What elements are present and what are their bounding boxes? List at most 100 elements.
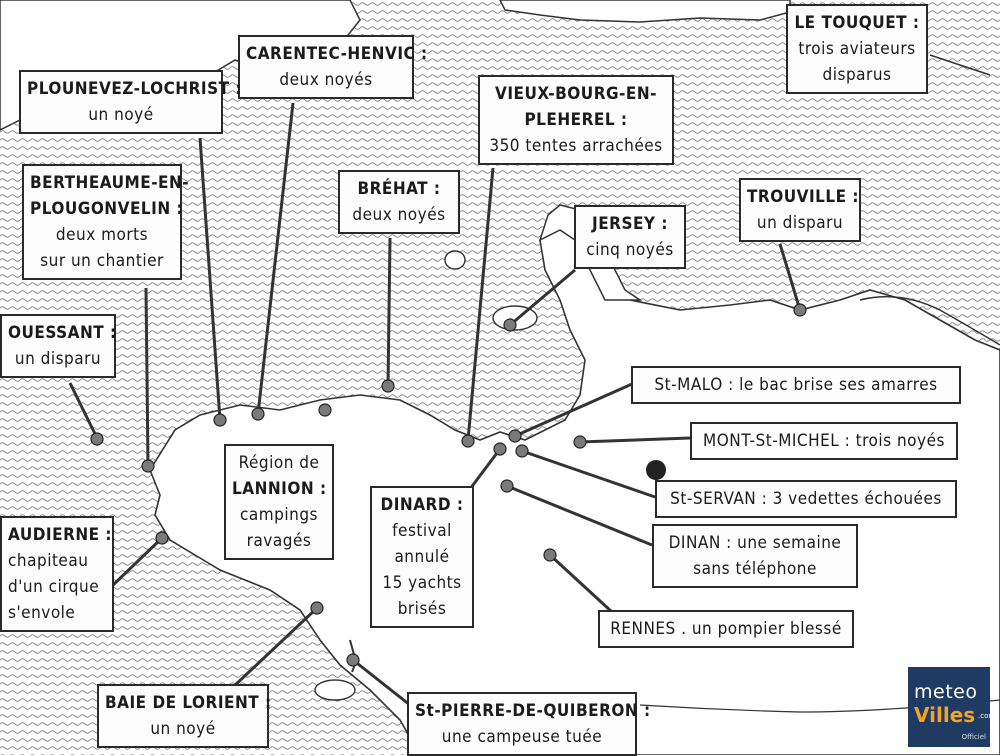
label-le-touquet-line-3: disparus (822, 65, 892, 85)
leader-st-malo (514, 382, 633, 438)
label-plounevez-lochrist-line-1: PLOUNEVEZ-LOCHRIST : (27, 79, 242, 99)
label-dinard-line-1: DINARD : (380, 495, 464, 515)
label-st-malo: St-MALO : le bac brise ses amarres (631, 366, 961, 404)
label-st-malo-line-1: St-MALO : le bac brise ses amarres (654, 375, 938, 395)
label-le-touquet-line-2: trois aviateurs (798, 39, 916, 59)
label-st-servan-line-1: St-SERVAN : 3 vedettes échouées (670, 489, 942, 509)
leader-st-servan (521, 449, 656, 499)
label-dinard: DINARD : festival annulé 15 yachts brisé… (370, 486, 474, 628)
label-dinan: DINAN : une semaine sans téléphone (652, 524, 858, 588)
pin-quiberon (346, 653, 360, 667)
pin-st-malo (508, 429, 522, 443)
logo-word-villes: Villes.com (914, 703, 995, 727)
leader-ouessant (68, 382, 99, 439)
label-vieux-bourg-line-1: VIEUX-BOURG-EN- (494, 84, 657, 104)
coast-line-top-right (929, 54, 991, 76)
pin-audierne (155, 531, 169, 545)
label-audierne: AUDIERNE : chapiteau d'un cirque s'envol… (0, 516, 114, 632)
pin-dinard (493, 442, 507, 456)
label-le-touquet: LE TOUQUET : trois aviateurs disparus (786, 4, 928, 94)
label-quiberon-line-1: St-PIERRE-DE-QUIBERON : (415, 701, 651, 721)
belle-ile-island (314, 679, 356, 701)
label-st-pierre-de-quiberon: St-PIERRE-DE-QUIBERON : une campeuse tué… (407, 692, 651, 756)
label-quiberon-line-2: une campeuse tuée (441, 727, 603, 747)
leader-rennes (548, 553, 614, 614)
label-vieux-bourg-line-2: PLEHEREL : (524, 110, 628, 130)
label-jersey-line-1: JERSEY : (592, 214, 668, 234)
label-dinard-line-3: annulé (394, 547, 450, 567)
label-brehat: BRÉHAT : deux noyés (338, 170, 460, 234)
logo-suffix: .com (978, 712, 996, 720)
pin-rennes (543, 548, 557, 562)
label-region-de-lannion: Région de LANNION : campings ravagés (224, 444, 334, 560)
leader-quiberon (352, 658, 411, 707)
label-jersey-line-2: cinq noyés (586, 240, 674, 260)
label-carentec-henvic: CARENTEC-HENVIC : deux noyés (238, 35, 428, 99)
label-lannion-line-1: Région de (238, 453, 320, 473)
label-ouessant-line-1: OUESSANT : (8, 323, 117, 343)
leader-dinard (468, 448, 502, 490)
label-bertheaume-line-1: BERTHEAUME-EN- (30, 173, 190, 193)
coast-line-east (859, 295, 1000, 346)
label-vieux-bourg-line-3: 350 tentes arrachées (489, 136, 663, 156)
leader-lorient (230, 606, 319, 690)
label-ouessant-line-2: un disparu (14, 349, 102, 369)
pin-plounevez (213, 413, 227, 427)
leader-trouville (778, 243, 802, 311)
label-baie-de-lorient: BAIE DE LORIENT : un noyé (97, 684, 272, 748)
pin-jersey (503, 318, 517, 332)
label-carentec-henvic-line-1: CARENTEC-HENVIC : (246, 44, 428, 64)
guernsey-island (444, 250, 466, 270)
label-lorient-line-1: BAIE DE LORIENT : (105, 693, 272, 713)
label-audierne-line-2: chapiteau (8, 551, 89, 571)
pin-vieux-bourg (461, 434, 475, 448)
label-audierne-line-4: s'envole (8, 603, 76, 623)
label-lannion-line-4: ravagés (246, 531, 312, 551)
leader-jersey (509, 268, 576, 327)
pin-brehat (381, 379, 395, 393)
label-carentec-henvic-line-2: deux noyés (279, 70, 373, 90)
label-lannion-line-2: LANNION : (232, 479, 327, 499)
pin-mont-st-michel (573, 435, 587, 449)
label-trouville-line-1: TROUVILLE : (747, 187, 860, 207)
label-vieux-bourg-en-pleherel: VIEUX-BOURG-EN- PLEHEREL : 350 tentes ar… (478, 75, 674, 165)
leader-lines (68, 102, 802, 707)
label-st-servan: St-SERVAN : 3 vedettes échouées (655, 480, 957, 518)
pins (90, 303, 807, 667)
label-bertheaume-en-plougonvelin: BERTHEAUME-EN- PLOUGONVELIN : deux morts… (22, 164, 190, 280)
pin-trouville (793, 303, 807, 317)
label-dinard-line-5: brisés (397, 599, 447, 619)
label-bertheaume-line-2: PLOUGONVELIN : (30, 199, 184, 219)
meteovilles-logo: meteo Villes.com Officiel (908, 667, 995, 747)
pin-bertheaume (141, 459, 155, 473)
label-le-touquet-line-1: LE TOUQUET : (794, 13, 920, 33)
leader-bertheaume (144, 287, 150, 466)
label-dinan-line-2: sans téléphone (693, 559, 817, 579)
label-rennes-line-1: RENNES . un pompier blessé (610, 619, 842, 639)
label-trouville: TROUVILLE : un disparu (739, 178, 861, 242)
label-jersey: JERSEY : cinq noyés (574, 205, 686, 269)
label-mont-st-michel: MONT-St-MICHEL : trois noyés (690, 422, 958, 460)
label-dinard-line-2: festival (392, 521, 452, 541)
label-rennes: RENNES . un pompier blessé (598, 610, 854, 648)
label-lannion-line-3: campings (239, 505, 319, 525)
label-dinan-line-1: DINAN : une semaine (668, 533, 842, 553)
pin-ouessant (90, 432, 104, 446)
label-plounevez-lochrist: PLOUNEVEZ-LOCHRIST : un noyé (19, 70, 242, 134)
label-dinard-line-4: 15 yachts (382, 573, 462, 593)
label-brehat-line-2: deux noyés (352, 205, 446, 225)
label-bertheaume-line-4: sur un chantier (40, 251, 164, 271)
label-plounevez-lochrist-line-2: un noyé (88, 105, 154, 125)
logo-word-meteo: meteo (914, 681, 978, 703)
leader-mont-st-michel (579, 436, 691, 444)
label-ouessant: OUESSANT : un disparu (0, 314, 116, 378)
pin-st-servan (515, 444, 529, 458)
leader-brehat (386, 237, 392, 387)
ink-blot (646, 460, 666, 480)
leader-audierne (111, 536, 164, 587)
label-audierne-line-1: AUDIERNE : (8, 525, 113, 545)
pin-carentec (251, 407, 265, 421)
label-trouville-line-2: un disparu (756, 213, 844, 233)
pin-dinan (500, 479, 514, 493)
leader-carentec (256, 102, 295, 415)
